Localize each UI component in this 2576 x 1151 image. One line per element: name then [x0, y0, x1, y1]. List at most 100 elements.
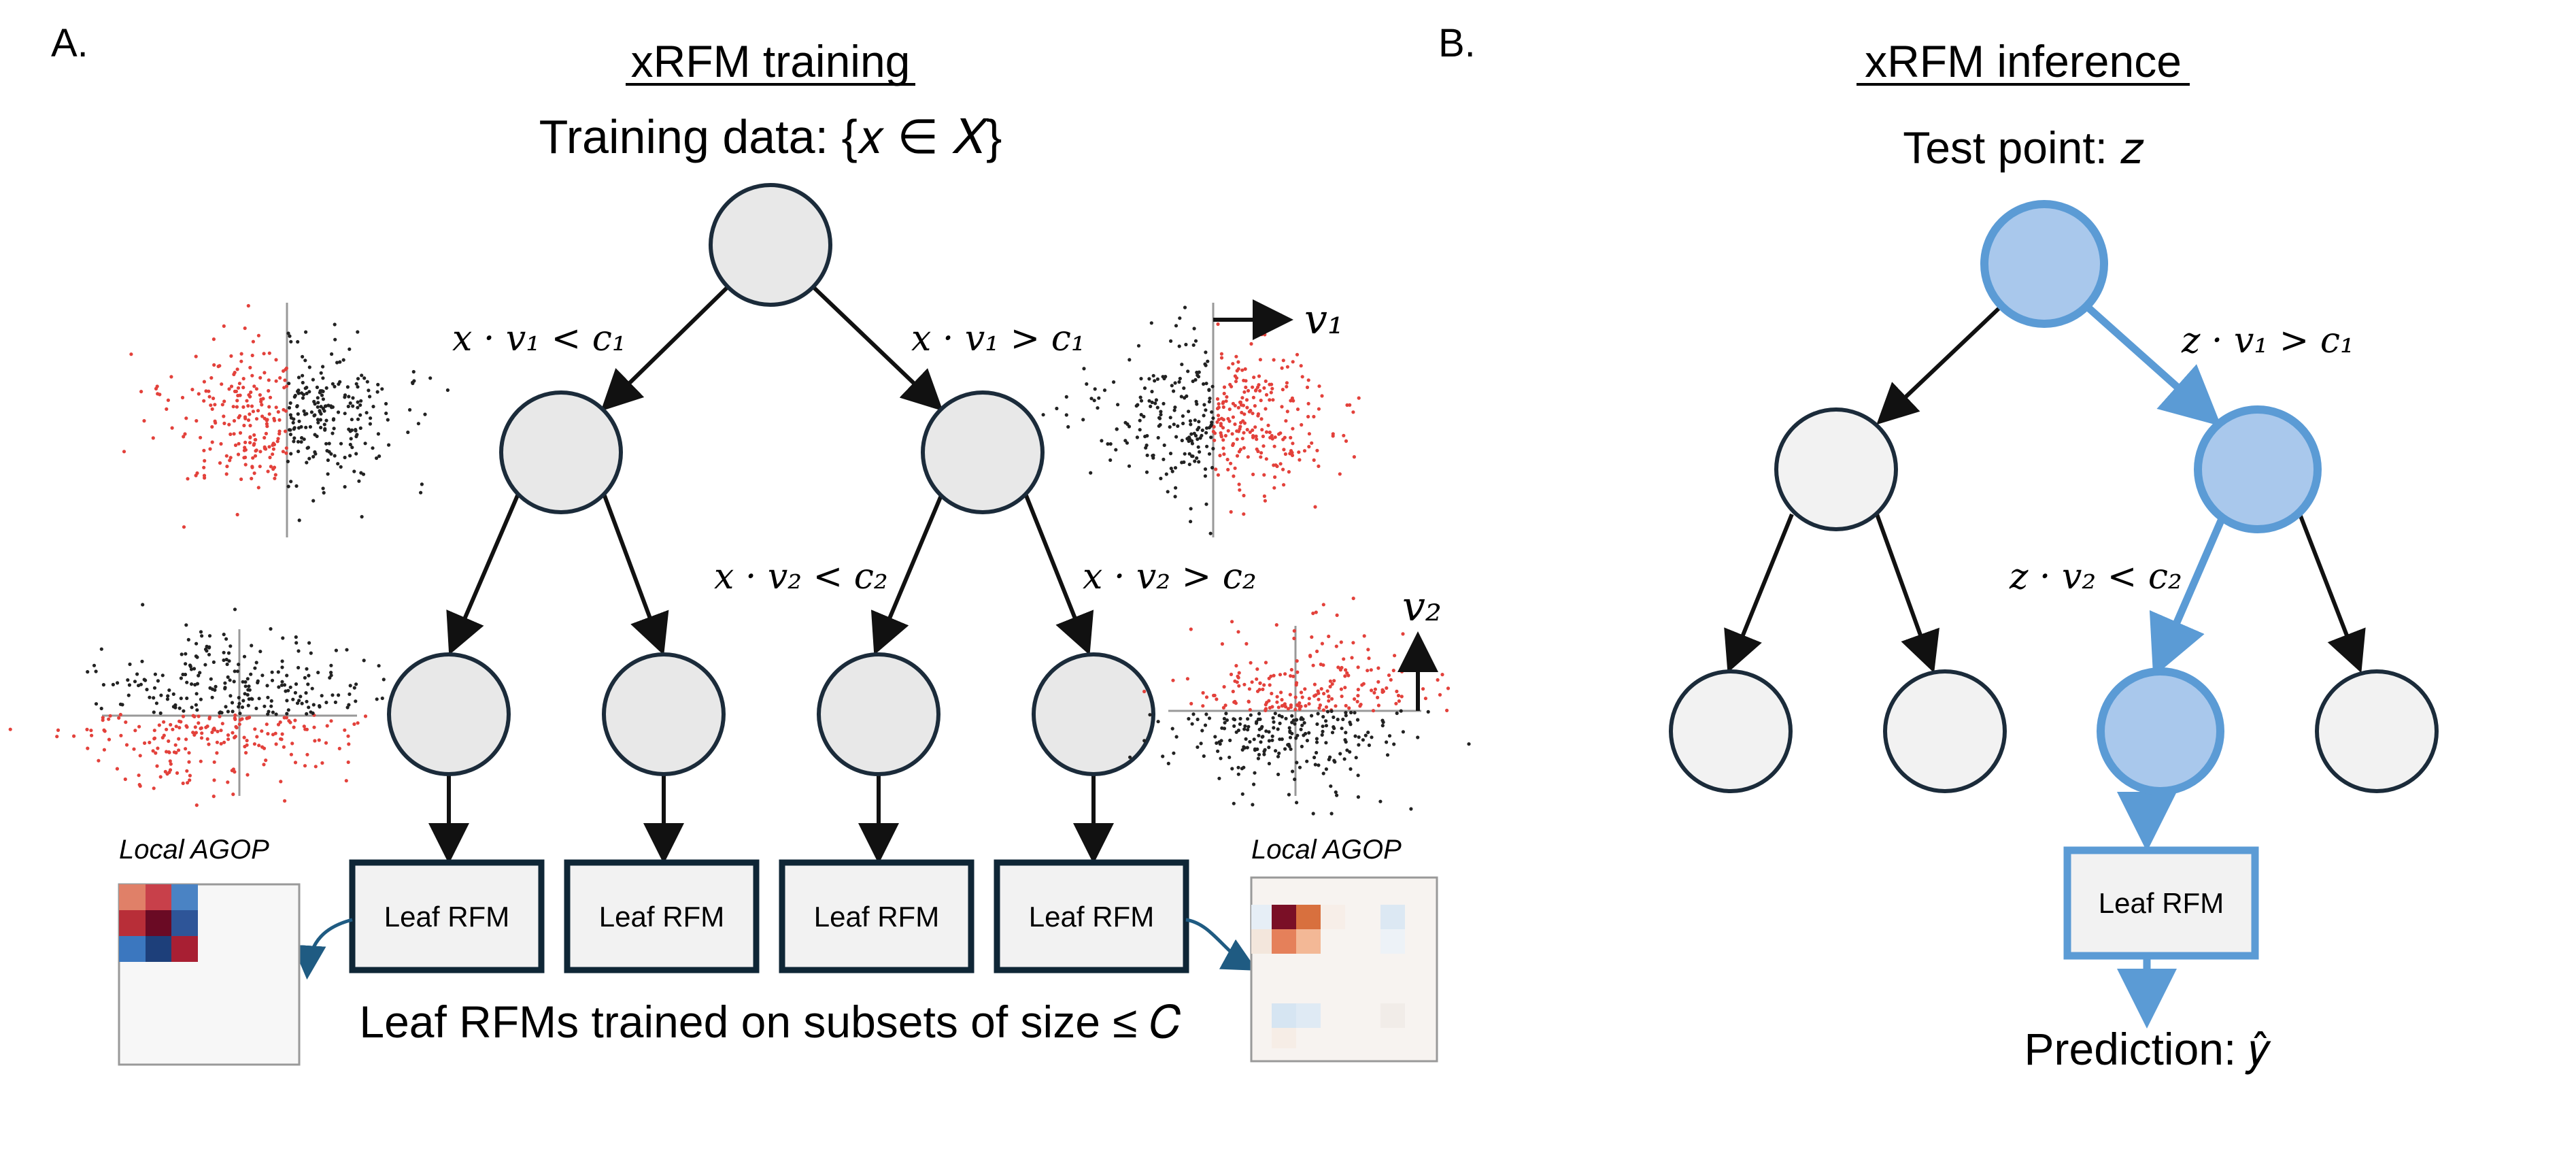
scatter-point	[212, 363, 216, 367]
scatter-point	[1285, 410, 1289, 414]
scatter-point	[1242, 431, 1246, 435]
scatter-point	[322, 490, 326, 495]
scatter-point	[335, 361, 339, 365]
scatter-point	[159, 693, 163, 697]
scatter-point	[1257, 688, 1261, 692]
scatter-point	[237, 663, 241, 667]
panel-a-letter: A.	[51, 21, 88, 65]
scatter-point	[258, 465, 262, 469]
scatter-point	[203, 458, 207, 463]
scatter-point	[1352, 455, 1356, 459]
scatter-point	[1213, 438, 1217, 442]
scatter-point	[1173, 495, 1177, 499]
scatter-point	[266, 695, 270, 699]
scatter-point	[172, 750, 176, 754]
scatter-point	[334, 648, 338, 652]
scatter-point	[1467, 742, 1471, 746]
scatter-point	[262, 416, 267, 420]
scatter-point	[1445, 708, 1449, 712]
scatter-point	[1306, 401, 1310, 406]
scatter-point	[1139, 399, 1144, 403]
scatter-point	[240, 717, 244, 721]
scatter-point	[1201, 690, 1205, 695]
scatter-point	[293, 718, 297, 722]
scatter-point	[1312, 458, 1316, 463]
scatter-point	[1194, 399, 1198, 403]
scatter-point	[1234, 380, 1238, 384]
scatter-point	[1339, 687, 1343, 691]
scatter-point	[322, 409, 326, 413]
scatter-point	[1173, 405, 1177, 410]
scatter-point	[1198, 436, 1202, 440]
scatter-point	[254, 417, 259, 421]
scatter-point	[356, 385, 360, 389]
scatter-point	[339, 465, 343, 469]
scatter-point	[323, 428, 327, 432]
scatter-point	[269, 699, 273, 703]
scatter-point	[209, 403, 213, 407]
scatter-point	[1400, 695, 1404, 699]
scatter-point	[1219, 352, 1223, 356]
scatter-point	[319, 425, 323, 430]
scatter-point	[1221, 405, 1225, 410]
scatter-point	[1357, 396, 1361, 400]
scatter-point	[428, 376, 433, 380]
scatter-point	[354, 452, 358, 456]
scatter-point	[1269, 674, 1273, 678]
scatter-point	[281, 450, 285, 454]
scatter-point	[1426, 710, 1430, 714]
scatter-point	[220, 382, 224, 386]
scatter-point	[1344, 668, 1348, 672]
scatter-point	[296, 391, 301, 395]
scatter-point	[319, 405, 323, 409]
scatter-point	[1350, 656, 1354, 660]
scatter-point	[152, 729, 156, 733]
scatter-point	[1336, 718, 1340, 722]
scatter-point	[1320, 641, 1324, 646]
scatter-point	[1066, 424, 1070, 429]
scatter-point	[1210, 465, 1215, 470]
scatter-point	[1177, 344, 1181, 348]
scatter-point	[211, 337, 216, 341]
scatter-point	[1151, 456, 1155, 460]
scatter-point	[324, 441, 328, 446]
scatter-point	[322, 422, 326, 427]
scatter-point	[1221, 401, 1225, 405]
scatter-point	[1285, 381, 1289, 385]
scatter-point	[197, 673, 201, 678]
scatter-point	[199, 726, 203, 730]
scatter-point	[302, 724, 306, 729]
scatter-point	[1416, 735, 1420, 739]
scatter-point	[1366, 731, 1370, 735]
scatter-point	[301, 373, 305, 378]
scatter-point	[1282, 483, 1286, 487]
scatter-point	[1249, 713, 1253, 717]
scatter-point	[288, 433, 292, 437]
scatter-point	[1291, 360, 1295, 364]
scatter-point	[1193, 459, 1197, 463]
scatter-point	[274, 358, 278, 362]
scatter-point	[193, 725, 197, 729]
scatter-point	[332, 427, 336, 431]
scatter-point	[1235, 429, 1239, 433]
scatter-point	[1215, 741, 1219, 745]
scatter-point	[222, 421, 226, 426]
scatter-point	[1231, 689, 1235, 694]
scatter-point	[1321, 708, 1325, 712]
scatter-point	[1256, 414, 1260, 418]
scatter-point	[227, 387, 231, 391]
scatter-point	[305, 752, 309, 756]
scatter-point	[1234, 354, 1238, 358]
scatter-point	[1267, 739, 1271, 743]
scatter-point	[1380, 688, 1385, 692]
scatter-point	[204, 389, 208, 393]
scatter-point	[1270, 382, 1274, 386]
scatter-point	[1225, 395, 1229, 399]
scatter-point	[1233, 679, 1237, 683]
scatter-point	[277, 432, 282, 436]
scatter-point	[1293, 722, 1297, 726]
scatter-point	[194, 803, 199, 807]
scatter-point	[1278, 462, 1283, 466]
scatter-point	[1298, 707, 1302, 711]
scatter-point	[187, 760, 191, 764]
